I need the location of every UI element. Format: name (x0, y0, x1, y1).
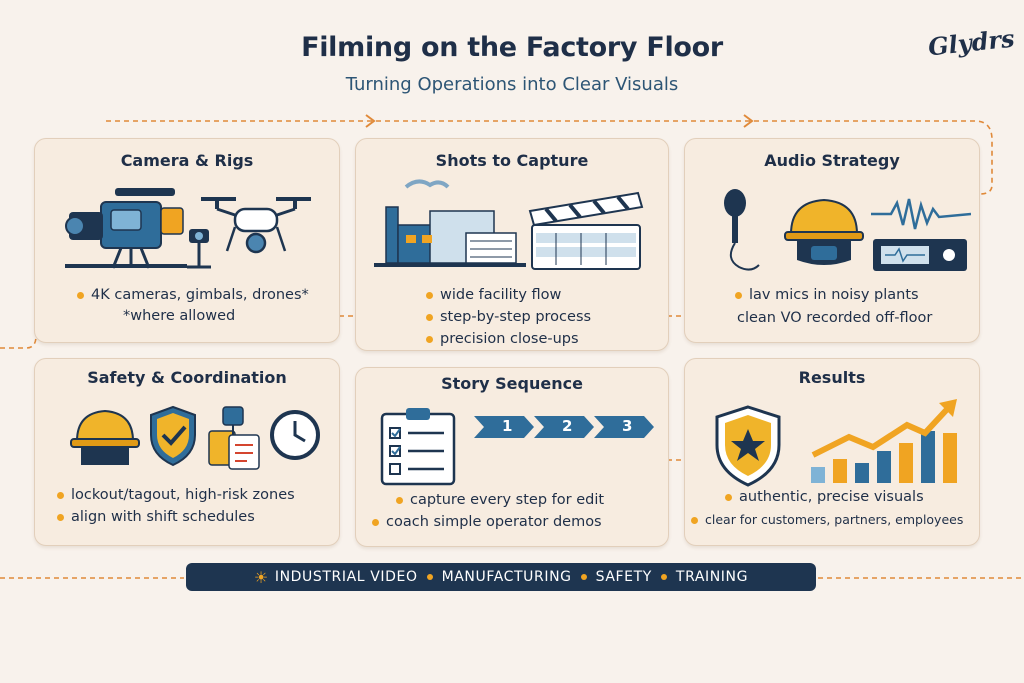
hardhat-icon (70, 409, 140, 465)
bullet-dot (725, 493, 732, 501)
footer-tag-bar: ☀ INDUSTRIAL VIDEO MANUFACTURING SAFETY … (186, 563, 816, 591)
hardhat-icon (784, 198, 864, 265)
drone-icon (201, 197, 311, 254)
bullet-dot (77, 291, 84, 299)
lockout-tags-icon (208, 406, 260, 470)
clapperboard-icon (528, 191, 644, 270)
bullet-text: authentic, precise visuals (739, 489, 924, 505)
story-bullet-2: coach simple operator demos (372, 514, 602, 530)
bullet-dot (735, 291, 742, 299)
step-label-2: 2 (562, 417, 573, 435)
audio-bullet-1: lav mics in noisy plants (735, 287, 919, 303)
step-label-3: 3 (622, 417, 633, 435)
safety-bullet-1: lockout/tagout, high-risk zones (57, 487, 295, 503)
bullet-dot (372, 518, 379, 526)
page-title: Filming on the Factory Floor (301, 32, 723, 63)
footer-tag-4: TRAINING (675, 569, 749, 585)
footer-tag-2: MANUFACTURING (441, 569, 572, 585)
bullet-dot (426, 335, 433, 343)
bullet-text: lockout/tagout, high-risk zones (71, 487, 295, 503)
shield-check-icon (150, 405, 196, 467)
card-story: Story Sequence 1 2 3 capture every step … (355, 367, 669, 547)
recorder-icon (873, 239, 967, 271)
bullet-text: precision close-ups (440, 331, 579, 347)
video-camera-icon (65, 188, 187, 269)
bullet-text: 4K cameras, gimbals, drones* (91, 287, 309, 303)
safety-bullet-2: align with shift schedules (57, 509, 255, 525)
card-title-safety: Safety & Coordination (87, 368, 287, 387)
bullet-text: wide facility flow (440, 287, 562, 303)
story-bullet-1: capture every step for edit (396, 492, 604, 508)
bullet-text: align with shift schedules (71, 509, 255, 525)
card-title-camera: Camera & Rigs (120, 151, 254, 170)
footer-tag-3: SAFETY (595, 569, 652, 585)
bullet-dot (426, 313, 433, 321)
bullet-dot (691, 517, 698, 524)
bullet-dot (57, 491, 64, 499)
card-title-audio: Audio Strategy (764, 151, 900, 170)
growth-chart-icon (811, 399, 957, 483)
factory-icon (374, 179, 526, 267)
bullet-text: coach simple operator demos (386, 514, 602, 530)
gimbal-icon (187, 229, 211, 269)
audio-bullet-2: clean VO recorded off-floor (737, 310, 933, 326)
waveform-icon (871, 198, 971, 230)
bullet-dot (396, 496, 403, 504)
card-title-story: Story Sequence (441, 374, 583, 393)
bullet-text: clear for customers, partners, employees (705, 512, 964, 527)
sun-icon: ☀ (253, 567, 269, 587)
results-bullet-2: clear for customers, partners, employees (691, 512, 963, 527)
camera-note: *where allowed (123, 308, 236, 324)
footer-tag-1: INDUSTRIAL VIDEO (274, 569, 418, 585)
tag-separator (580, 574, 587, 580)
bullet-text: lav mics in noisy plants (749, 287, 919, 303)
shield-star-icon (715, 405, 781, 487)
card-shots: Shots to Capture wide facility flow step… (355, 138, 669, 351)
camera-bullet-1: 4K cameras, gimbals, drones* (77, 287, 309, 303)
page-subtitle: Turning Operations into Clear Visuals (345, 74, 679, 95)
tag-separator (426, 574, 433, 580)
clock-icon (270, 410, 320, 460)
bullet-text: capture every step for edit (410, 492, 605, 508)
card-safety: Safety & Coordination lockout/tagout, hi… (34, 358, 340, 546)
shots-bullet-2: step-by-step process (426, 309, 591, 325)
shots-bullet-3: precision close-ups (426, 331, 579, 347)
checklist-icon (380, 408, 456, 486)
shots-bullet-1: wide facility flow (426, 287, 561, 303)
microphone-icon (724, 189, 760, 271)
step-arrow-chain (474, 416, 654, 438)
step-label-1: 1 (502, 417, 513, 435)
card-results: Results authentic, precise visuals clear… (684, 358, 980, 546)
bullet-dot (57, 513, 64, 521)
card-title-shots: Shots to Capture (435, 151, 589, 170)
card-camera-rigs: Camera & Rigs 4K cameras, gimbals, drone… (34, 138, 340, 343)
tag-separator (660, 574, 667, 580)
bullet-dot (426, 291, 433, 299)
card-audio: Audio Strategy lav mics in noisy plants … (684, 138, 980, 343)
bullet-text: step-by-step process (440, 309, 592, 325)
results-bullet-1: authentic, precise visuals (725, 489, 924, 505)
card-title-results: Results (798, 368, 866, 387)
